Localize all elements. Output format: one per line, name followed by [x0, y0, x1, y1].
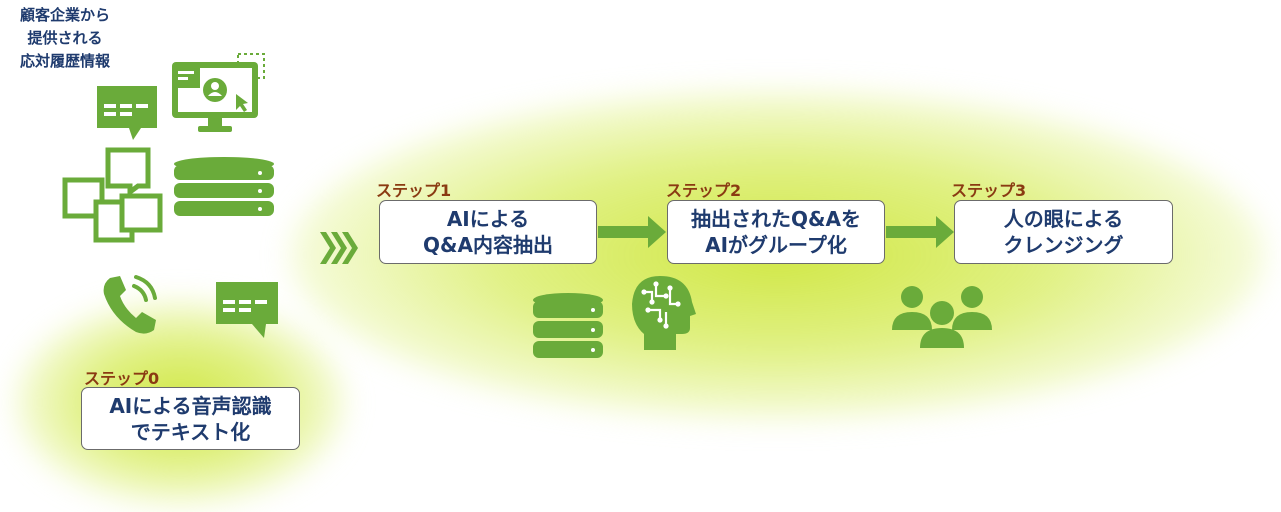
step-0-text-line: AIによる音声認識 [109, 393, 272, 418]
step-0-label: ステップ0 [84, 369, 160, 388]
arrow-right-icon [598, 216, 666, 248]
sticky-notes-icon [62, 147, 163, 243]
heading-line: 顧客企業から [19, 6, 110, 24]
step-2-text-line: AIがグループ化 [705, 233, 847, 257]
heading-line: 応対履歴情報 [19, 52, 110, 70]
heading-line: 提供される [27, 29, 103, 47]
source-data-heading: 顧客企業から 提供される 応対履歴情報 [0, 4, 130, 73]
step-3-box: 人の眼による クレンジング [954, 200, 1173, 264]
chat-bubble-icon [216, 282, 278, 338]
phone-icon [103, 275, 157, 334]
step-1-box: AIによる Q&A内容抽出 [379, 200, 597, 264]
chat-bubble-icon [97, 86, 157, 140]
step-0-box: AIによる音声認識 でテキスト化 [81, 387, 300, 450]
step-2-box: 抽出されたQ&Aを AIがグループ化 [667, 200, 885, 264]
chevrons-icon [320, 232, 358, 264]
step-3-text-line: クレンジング [1003, 233, 1124, 257]
database-icon [533, 293, 603, 358]
step-1-text-line: Q&A内容抽出 [423, 233, 553, 257]
database-icon [174, 157, 274, 216]
arrow-right-icon [886, 216, 954, 248]
step-3-label: ステップ3 [951, 181, 1027, 200]
step-0-text-line: でテキスト化 [130, 419, 251, 444]
step-1-text-line: AIによる [446, 207, 530, 231]
monitor-user-icon [172, 53, 265, 132]
step-3-text-line: 人の眼による [1003, 207, 1124, 231]
people-group-icon [892, 286, 992, 348]
step-1-label: ステップ1 [376, 181, 452, 200]
step-2-label: ステップ2 [666, 181, 742, 200]
step-2-text-line: 抽出されたQ&Aを [691, 207, 861, 231]
brain-circuit-icon [632, 276, 696, 350]
